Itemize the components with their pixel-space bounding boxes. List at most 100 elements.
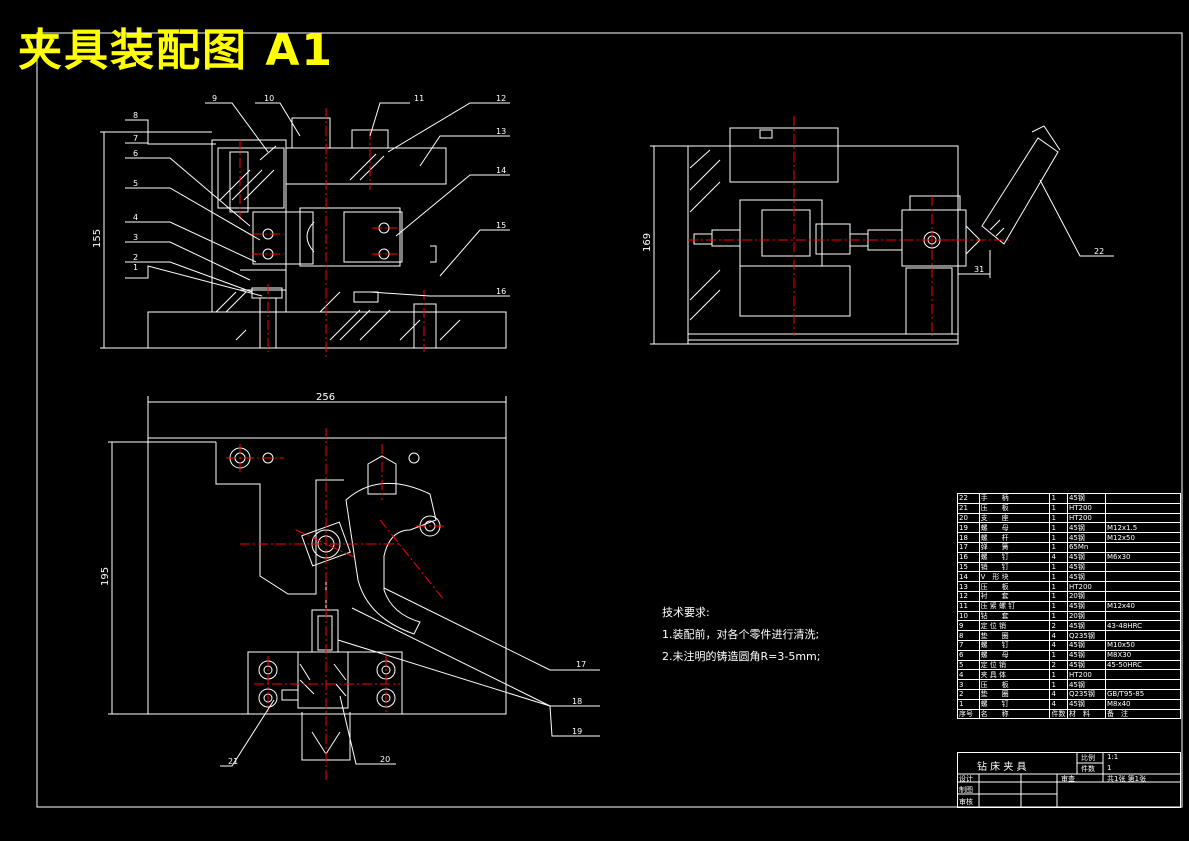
bom-cell: 43-48HRC (1104, 620, 1182, 632)
bom-cell: 螺 钉 (978, 698, 1051, 710)
top-balloon-labels: 17 18 19 21 20 (228, 660, 586, 766)
bom-cell (1104, 561, 1182, 573)
technical-requirements: 技术要求: 1.装配前，对各个零件进行清洗; 2.未注明的铸造圆角R=3-5mm… (662, 602, 820, 668)
bom-cell: 14 (957, 571, 980, 583)
bom-cell: 6 (957, 649, 980, 661)
side-offset-label: 31 (974, 265, 984, 274)
bom-cell: 1 (1049, 590, 1068, 602)
approve-label: 审查 (1061, 775, 1075, 783)
bom-cell: 1 (1049, 679, 1068, 690)
svg-text:13: 13 (496, 127, 506, 136)
bom-cell: 1 (1049, 522, 1068, 534)
bom-cell (1104, 571, 1182, 583)
bom-cell: 65Mn (1066, 541, 1106, 553)
bom-cell (1104, 679, 1182, 690)
note-1: 1.装配前，对各个零件进行清洗; (662, 628, 820, 641)
bom-cell: 45钢 (1066, 679, 1106, 690)
bom-cell: 45钢 (1066, 600, 1106, 612)
bom-cell: 压 板 (978, 502, 1051, 514)
svg-text:1: 1 (133, 263, 138, 272)
bom-cell (1104, 610, 1182, 622)
bom-cell: 13 (957, 581, 980, 592)
bom-cell: 45钢 (1066, 522, 1106, 534)
top-leaders (220, 587, 600, 767)
bom-cell: 45-50HRC (1104, 659, 1182, 671)
svg-text:12: 12 (496, 94, 506, 103)
front-centerlines (239, 108, 425, 360)
bom-cell: HT200 (1066, 669, 1106, 681)
draw-label: 制图 (959, 786, 973, 794)
bom-cell: 12 (957, 590, 980, 602)
bom-cell: 20钢 (1066, 610, 1106, 622)
svg-text:15: 15 (496, 221, 506, 230)
bom-cell: HT200 (1066, 512, 1106, 524)
drawing-title: 夹具装配图 A1 (18, 25, 334, 76)
bom-cell: 夹 具 体 (978, 669, 1051, 681)
bom-cell: 销 钉 (978, 561, 1051, 573)
bom-cell: 9 (957, 620, 980, 632)
front-leaders (125, 102, 510, 297)
front-height-label: 155 (92, 229, 103, 248)
bom-cell: 45钢 (1066, 561, 1106, 573)
bom-cell: 19 (957, 522, 980, 534)
bom-cell: 1 (1049, 669, 1068, 681)
svg-text:5: 5 (133, 179, 138, 188)
bom-cell: 15 (957, 561, 980, 573)
bom-cell: 序号 (957, 708, 980, 720)
bom-cell: 11 (957, 600, 980, 612)
check-label: 审核 (959, 798, 973, 806)
bom-cell: 1 (1049, 532, 1068, 543)
bom-cell: 定 位 销 (978, 659, 1051, 671)
side-view (687, 125, 1061, 345)
svg-text:19: 19 (572, 727, 582, 736)
bom-cell: 7 (957, 639, 980, 651)
svg-text:7: 7 (133, 134, 138, 143)
svg-text:21: 21 (228, 757, 238, 766)
bom-cell (1104, 630, 1182, 641)
bom-cell: 5 (957, 659, 980, 671)
top-centerlines (226, 428, 446, 780)
bom-cell: M12x40 (1104, 600, 1182, 612)
title-block: 钻 床 夹 具 比例 1:1 件数 1 设计 审查 共1张 第1张 制图 审核 (957, 752, 1181, 808)
sheet-text: 共1张 第1张 (1107, 775, 1147, 783)
bom-cell: 螺 钉 (978, 639, 1051, 651)
bom-cell: M10x50 (1104, 639, 1182, 651)
bom-cell (1104, 590, 1182, 602)
front-balloon-labels: 8 9 10 11 12 13 7 6 14 5 4 15 3 2 1 16 (133, 94, 506, 296)
drawing-name: 钻 床 夹 具 (977, 762, 1027, 773)
bom-cell: 21 (957, 502, 980, 514)
svg-text:11: 11 (414, 94, 424, 103)
bom-cell: 手 柄 (978, 493, 1051, 504)
outer-frame (36, 32, 1183, 808)
bom-cell: M8X30 (1104, 649, 1182, 661)
bom-cell: 2 (1049, 659, 1068, 671)
bom-cell: 45钢 (1066, 649, 1106, 661)
bom-cell (1104, 541, 1182, 553)
bom-cell: 螺 母 (978, 522, 1051, 534)
bom-cell: 垫 圈 (978, 630, 1051, 641)
bom-cell: 20钢 (1066, 590, 1106, 602)
bom-cell: 1 (1049, 502, 1068, 514)
bom-cell: 8 (957, 630, 980, 641)
bom-cell: 1 (1049, 649, 1068, 661)
bom-cell: GB/T95-85 (1104, 688, 1182, 700)
svg-text:8: 8 (133, 111, 138, 120)
bom-cell (1104, 581, 1182, 592)
scale-value: 1:1 (1107, 753, 1119, 761)
bom-cell: M12x1.5 (1104, 522, 1182, 534)
bom-cell: 1 (1049, 561, 1068, 573)
bom-cell: 支 座 (978, 512, 1051, 524)
front-view (147, 117, 507, 349)
svg-text:20: 20 (380, 755, 390, 764)
bom-cell: 名 称 (978, 708, 1051, 720)
bom-cell: 17 (957, 541, 980, 553)
